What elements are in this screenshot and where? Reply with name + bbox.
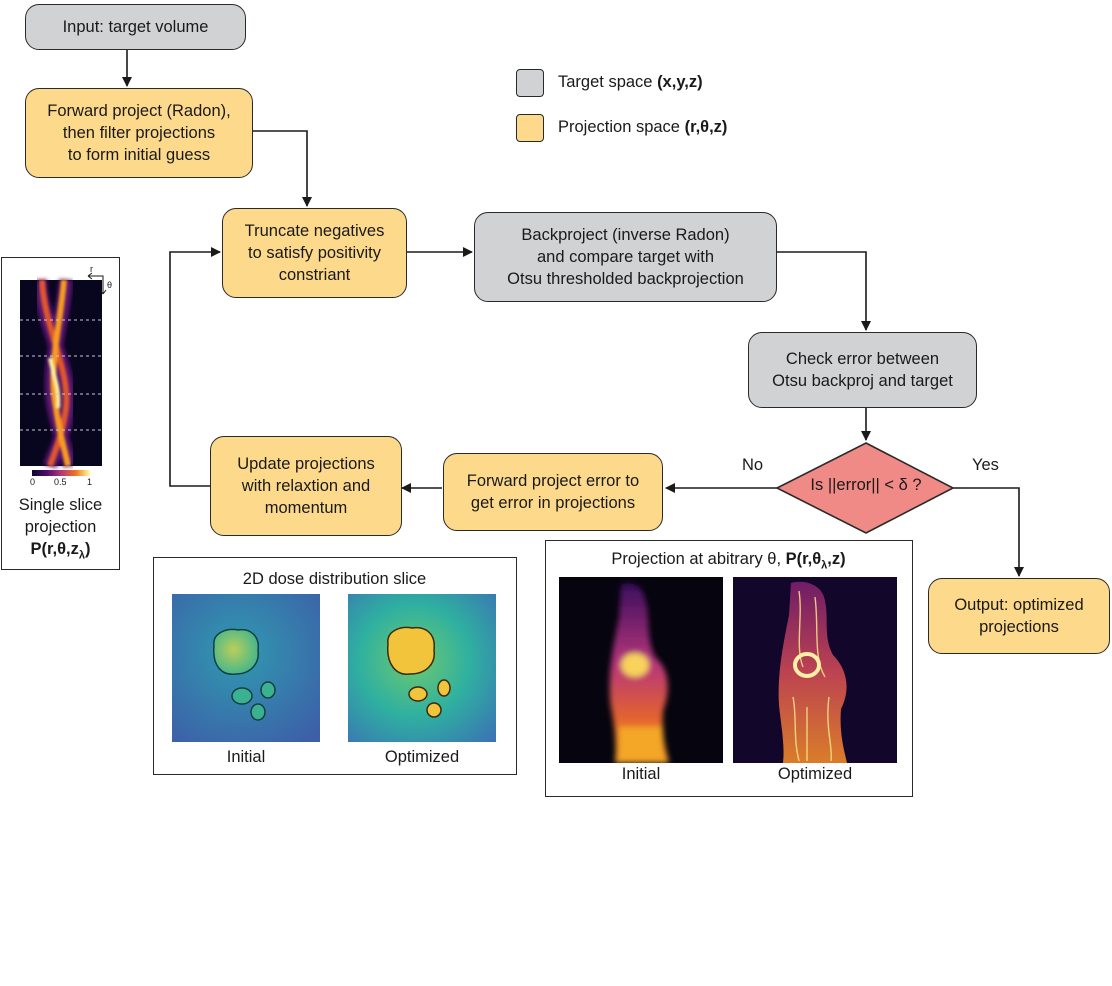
projection-title: Projection at abitrary θ, P(r,θλ,z) bbox=[611, 550, 846, 572]
backproject-node: Backproject (inverse Radon) and compare … bbox=[474, 212, 777, 302]
sinogram-panel: r θ 0 0.5 1 Single slice projection P(r,… bbox=[1, 257, 120, 570]
projection-initial-image bbox=[559, 577, 723, 763]
projection-initial-caption: Initial bbox=[621, 765, 661, 783]
sinogram-image bbox=[20, 272, 107, 476]
arrow-update-to-truncate bbox=[169, 247, 221, 487]
decision-diamond bbox=[775, 442, 955, 534]
projection-optimized-image bbox=[733, 577, 897, 763]
sinogram-formula: P(r,θ,zλ) bbox=[30, 540, 91, 562]
no-label: No bbox=[742, 456, 764, 474]
yes-label: Yes bbox=[972, 456, 999, 474]
colorbar-tick-1: 1 bbox=[87, 477, 93, 487]
dose-panel: 2D dose distribution slice bbox=[153, 557, 517, 775]
dose-title: 2D dose distribution slice bbox=[242, 570, 427, 588]
truncate-node: Truncate negatives to satisfy positivity… bbox=[222, 208, 407, 298]
colorbar-tick-0: 0 bbox=[30, 477, 36, 487]
update-node: Update projections with relaxtion and mo… bbox=[210, 436, 402, 536]
forward-project-node: Forward project (Radon), then filter pro… bbox=[25, 88, 253, 178]
arrow-backproject-to-check bbox=[777, 251, 871, 331]
check-error-node: Check error between Otsu backproj and ta… bbox=[748, 332, 977, 408]
dose-initial-image bbox=[172, 594, 320, 742]
projection-panel: Projection at abitrary θ, P(r,θλ,z) bbox=[545, 540, 913, 797]
dose-optimized-image bbox=[348, 594, 496, 742]
sinogram-caption: Single slice projection bbox=[18, 496, 103, 536]
dose-initial-caption: Initial bbox=[226, 748, 266, 766]
legend-projection-swatch bbox=[516, 114, 544, 142]
forward-error-node: Forward project error to get error in pr… bbox=[443, 453, 663, 531]
legend-projection-label: Projection space (r,θ,z) bbox=[558, 118, 728, 136]
input-node: Input: target volume bbox=[25, 4, 246, 50]
colorbar-tick-mid: 0.5 bbox=[54, 477, 67, 487]
sinogram-axis-theta: θ bbox=[107, 280, 113, 290]
legend-target-swatch bbox=[516, 69, 544, 97]
legend-target-label: Target space (x,y,z) bbox=[558, 73, 703, 91]
projection-optimized-caption: Optimized bbox=[777, 765, 853, 783]
dose-optimized-caption: Optimized bbox=[384, 748, 460, 766]
sinogram-axis-r: r bbox=[90, 264, 93, 274]
output-node: Output: optimized projections bbox=[928, 578, 1110, 654]
arrow-decision-yes bbox=[953, 487, 1024, 577]
arrow-forward-to-truncate bbox=[253, 130, 312, 207]
decision-text: Is ||error|| < δ ? bbox=[810, 476, 922, 494]
